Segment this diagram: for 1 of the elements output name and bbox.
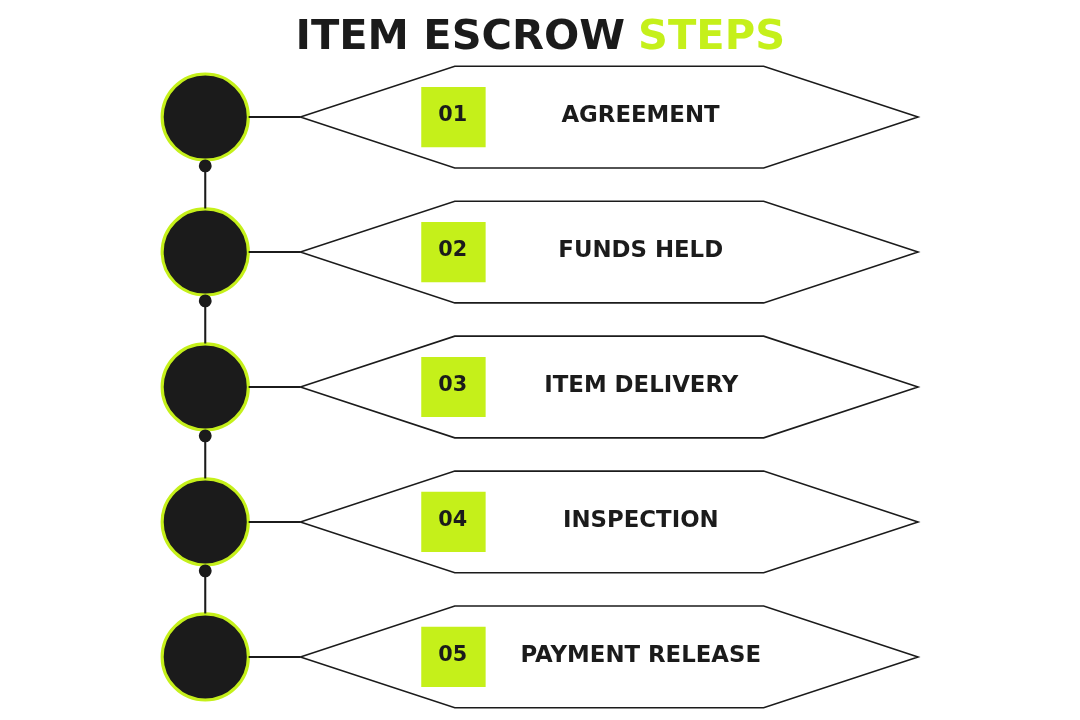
- diagram-title: ITEM ESCROW STEPS: [295, 9, 786, 59]
